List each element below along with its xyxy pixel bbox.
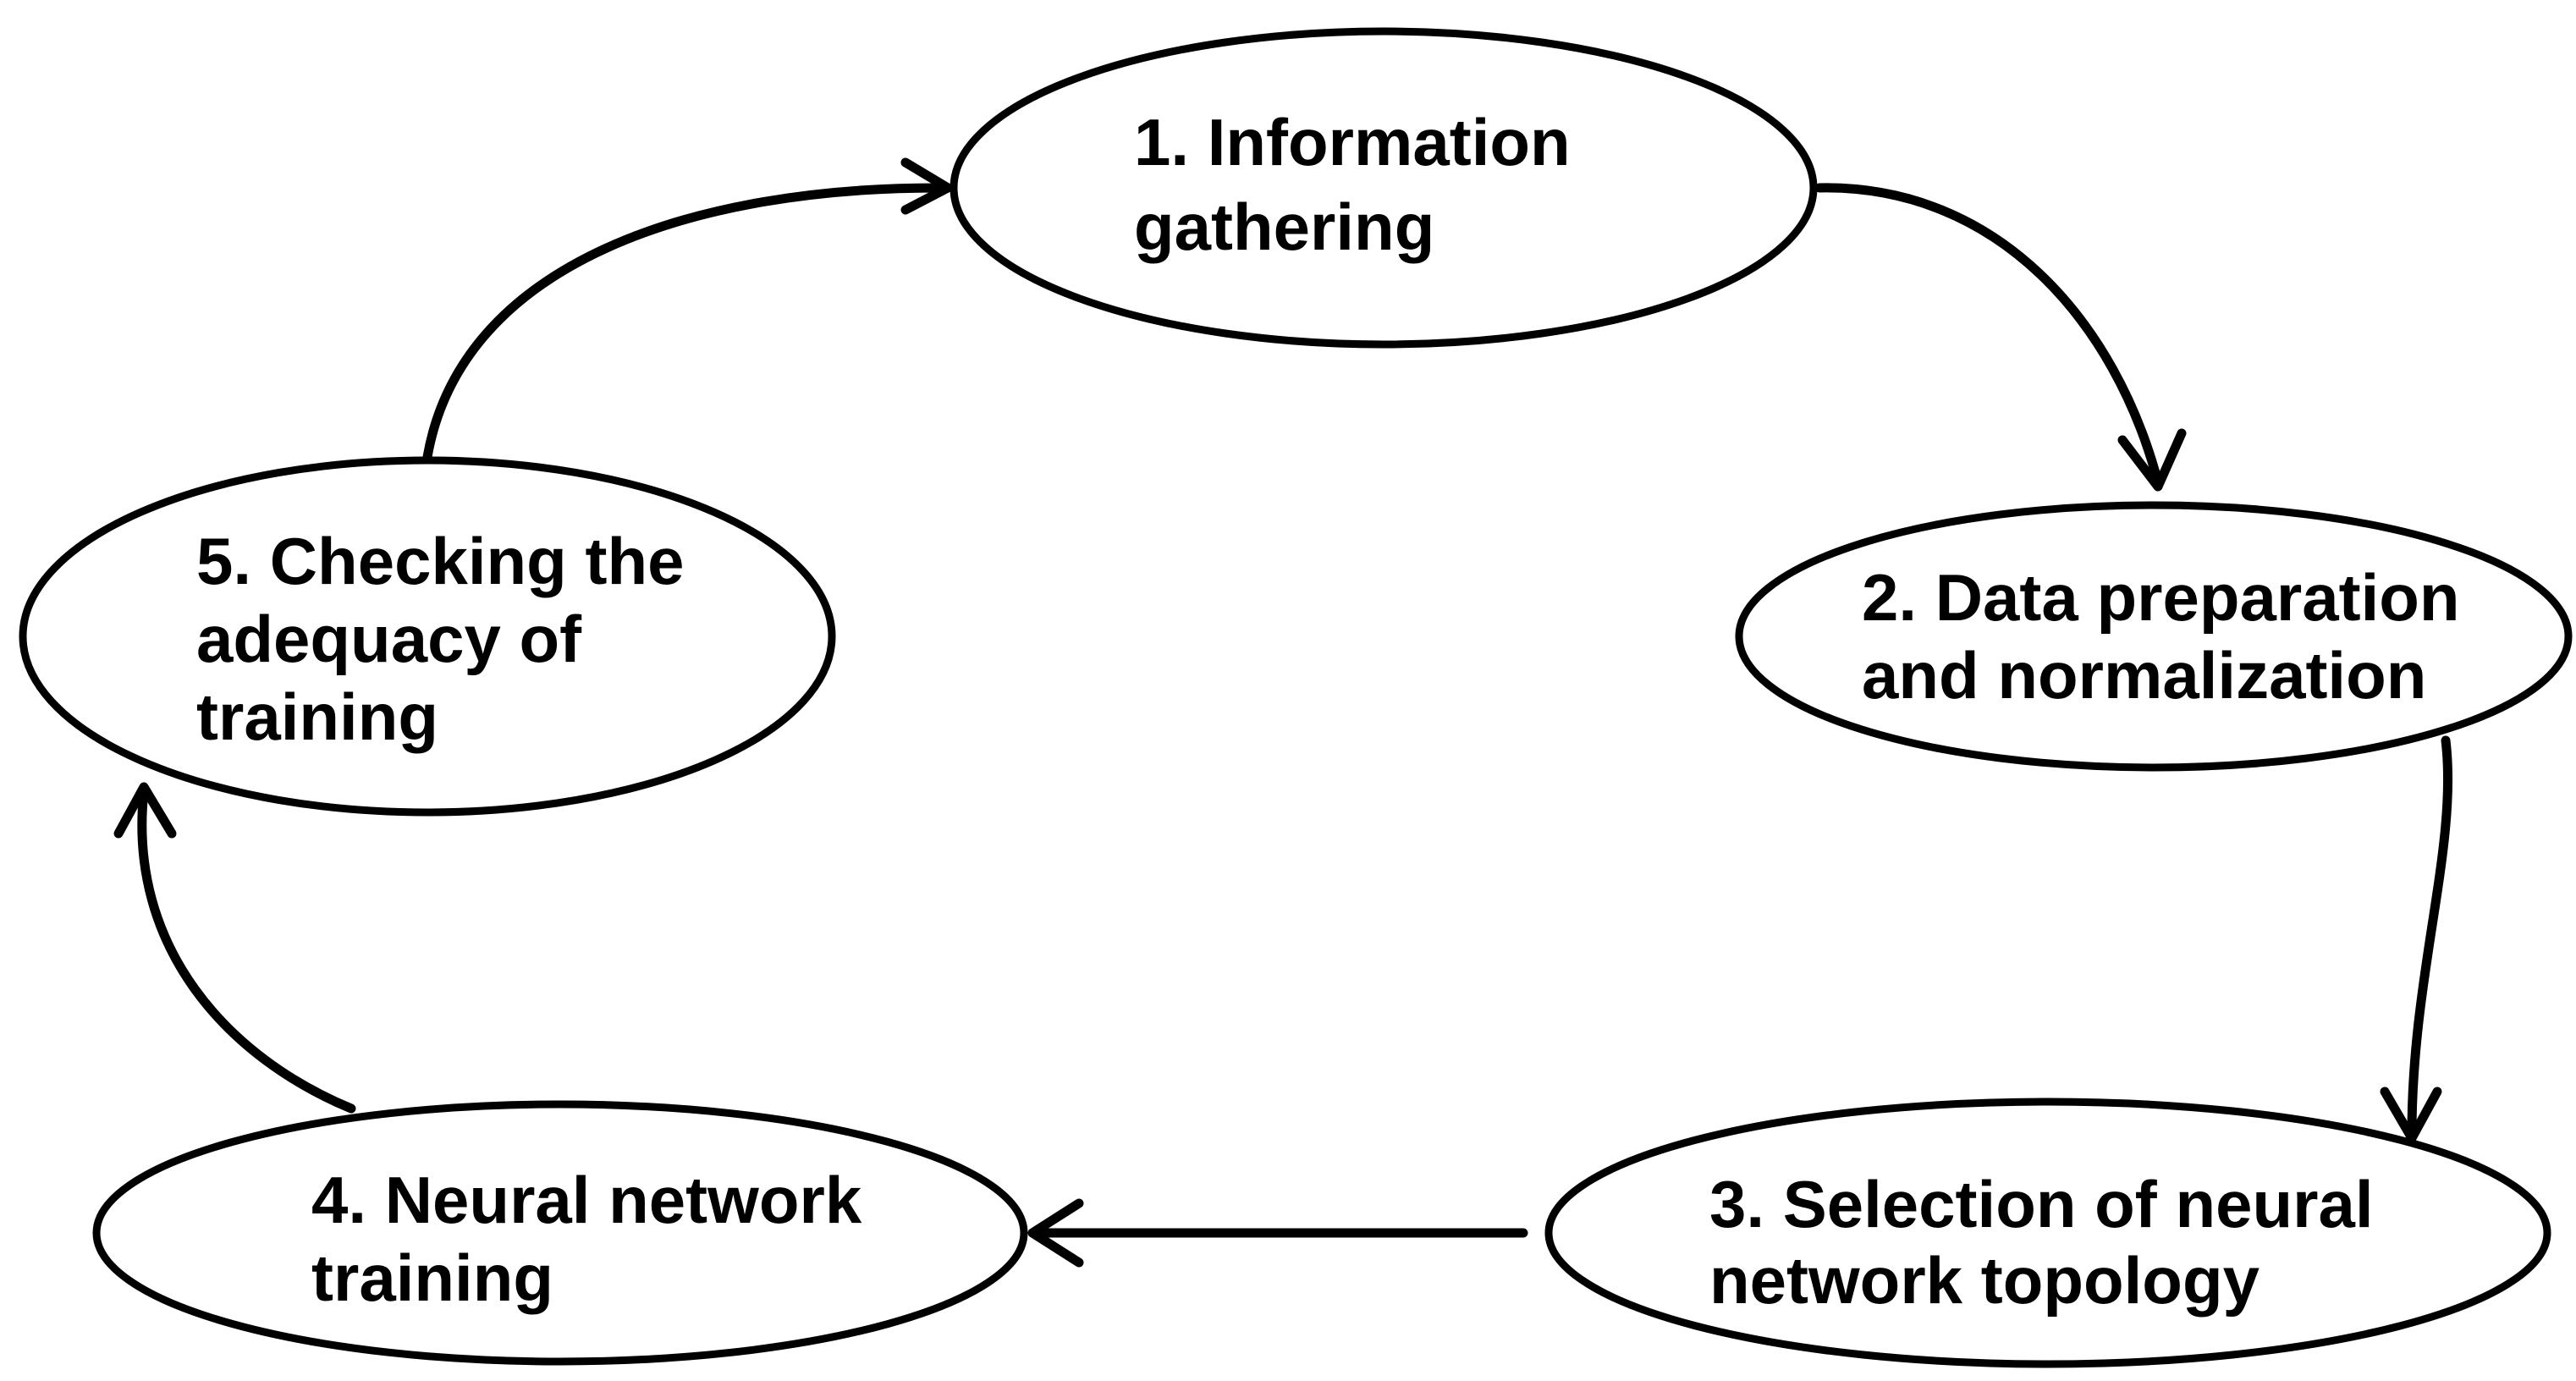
node-3-line-1: 3. Selection of neural — [1709, 1167, 2374, 1241]
node-1-line-2: gathering — [1134, 190, 1434, 264]
arrow-5-to-1 — [422, 157, 953, 462]
arrow-2-to-3 — [2380, 735, 2453, 1143]
node-2-line-1: 2. Data preparation — [1862, 560, 2460, 635]
node-2-line-2: and normalization — [1862, 638, 2426, 713]
arrow-1-to-2 — [1814, 183, 2187, 492]
node-5-line-1: 5. Checking the — [196, 524, 684, 598]
arrow-4-to-5 — [113, 782, 356, 1114]
node-5-line-2: adequacy of — [196, 602, 582, 676]
node-checking-adequacy: 5. Checking the adequacy of training — [19, 456, 836, 817]
node-3-line-2: network topology — [1709, 1243, 2260, 1318]
node-information-gathering: 1. Information gathering — [949, 27, 1818, 349]
edges — [113, 157, 2453, 1268]
node-1-line-1: 1. Information — [1134, 105, 1571, 179]
node-5-line-3: training — [196, 679, 438, 754]
arrow-3-to-4 — [1027, 1198, 1528, 1268]
node-topology-selection: 3. Selection of neural network topology — [1544, 1098, 2551, 1368]
node-4-line-2: training — [311, 1241, 553, 1315]
node-data-preparation: 2. Data preparation and normalization — [1735, 501, 2573, 772]
node-4-line-1: 4. Neural network — [311, 1163, 862, 1237]
node-neural-network-training: 4. Neural network training — [92, 1100, 1028, 1366]
